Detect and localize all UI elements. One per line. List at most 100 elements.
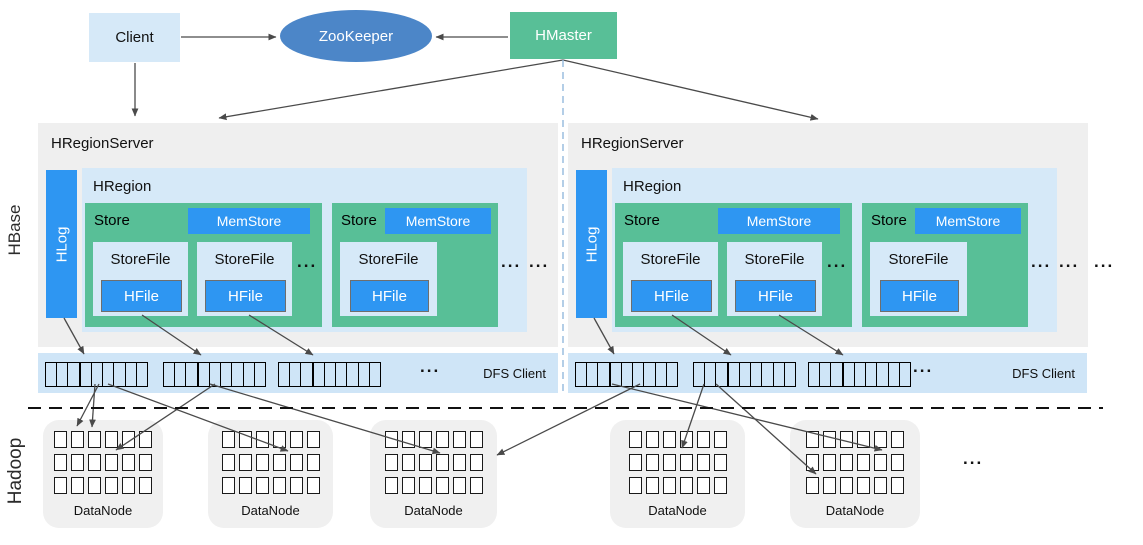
- hfile-box: HFile: [631, 280, 712, 312]
- hfile-box: HFile: [880, 280, 959, 312]
- datanode: DataNode: [610, 420, 745, 528]
- hmaster-label: HMaster: [535, 27, 592, 44]
- block-grid: [208, 431, 333, 494]
- memstore-box: MemStore: [915, 208, 1021, 234]
- dfs-block-cell: [92, 363, 104, 386]
- block-square: [874, 431, 887, 448]
- dfs-block-cell: [831, 363, 844, 386]
- dfs-block-cell: [751, 363, 763, 386]
- block-square: [891, 477, 904, 494]
- block-square: [823, 477, 836, 494]
- block-square: [713, 431, 727, 448]
- block-square: [139, 477, 152, 494]
- block-square: [452, 454, 466, 471]
- memstore-label: MemStore: [405, 213, 471, 229]
- block-square: [469, 431, 483, 448]
- store-box: Store MemStore StoreFile HFile: [862, 203, 1028, 327]
- store-box: Store MemStore StoreFile HFile StoreFile…: [615, 203, 852, 327]
- more-strips-ellipsis: ...: [420, 357, 441, 376]
- block-square: [628, 477, 642, 494]
- block-square: [713, 477, 727, 494]
- dfs-block-cell: [347, 363, 359, 386]
- block-square: [679, 431, 693, 448]
- block-square: [418, 477, 432, 494]
- dfs-block-cell: [762, 363, 774, 386]
- block-square: [221, 477, 235, 494]
- dfs-block-cell: [68, 363, 81, 386]
- more-hregions-ellipsis: ...: [1059, 252, 1080, 271]
- block-square: [289, 477, 303, 494]
- store-label: Store: [341, 212, 377, 229]
- storefile-box: StoreFile HFile: [197, 242, 292, 316]
- dfs-block-cell: [232, 363, 244, 386]
- dfs-block-cell: [667, 363, 677, 386]
- block-grid: [790, 431, 920, 494]
- dfs-block-cell: [656, 363, 667, 386]
- client-label: Client: [115, 29, 154, 46]
- dfs-client-band-left: ... DFS Client: [38, 353, 558, 393]
- dfs-client-band-right: ... DFS Client: [568, 353, 1087, 393]
- block-square: [306, 477, 320, 494]
- block-grid: [610, 431, 745, 494]
- arrow-hmaster-right-server: [562, 59, 819, 121]
- dfs-block-cell: [336, 363, 348, 386]
- hdfs-block-strip: [808, 362, 911, 387]
- datanode: DataNode: [208, 420, 333, 528]
- store-label: Store: [871, 212, 907, 229]
- dfs-block-cell: [103, 363, 115, 386]
- block-square: [306, 454, 320, 471]
- block-square: [662, 431, 676, 448]
- dfs-block-cell: [114, 363, 126, 386]
- storefile-label: StoreFile: [888, 251, 949, 268]
- memstore-box: MemStore: [718, 208, 840, 234]
- block-square: [139, 454, 152, 471]
- storefile-label: StoreFile: [744, 251, 805, 268]
- hregion-label: HRegion: [623, 178, 682, 195]
- dfs-block-cell: [175, 363, 187, 386]
- hlog-box: HLog: [576, 170, 607, 318]
- memstore-label: MemStore: [746, 213, 812, 229]
- store-box: Store MemStore StoreFile HFile StoreFile…: [85, 203, 322, 327]
- block-square: [384, 477, 398, 494]
- client-node: Client: [89, 13, 180, 62]
- store-label: Store: [624, 212, 660, 229]
- hdfs-block-strip: [575, 362, 678, 387]
- zookeeper-node: ZooKeeper: [280, 10, 432, 62]
- block-square: [857, 431, 870, 448]
- dfs-block-cell: [359, 363, 370, 386]
- dfs-block-cell: [866, 363, 878, 386]
- more-stores-ellipsis: ...: [501, 252, 522, 271]
- dfs-block-cell: [137, 363, 147, 386]
- block-square: [105, 454, 118, 471]
- dfs-block-cell: [785, 363, 795, 386]
- hregion-label: HRegion: [93, 178, 152, 195]
- block-square: [238, 477, 252, 494]
- block-square: [255, 431, 269, 448]
- block-square: [469, 477, 483, 494]
- block-square: [255, 477, 269, 494]
- hlog-label: HLog: [53, 226, 71, 262]
- block-square: [823, 431, 836, 448]
- hregionserver-right: HRegionServer HLog HRegion Store MemStor…: [568, 123, 1088, 347]
- dfs-block-cell: [325, 363, 337, 386]
- more-storefiles-ellipsis: ...: [297, 252, 318, 271]
- hfile-box: HFile: [205, 280, 286, 312]
- block-square: [806, 431, 819, 448]
- block-square: [71, 431, 84, 448]
- dfs-block-cell: [186, 363, 199, 386]
- datanode: DataNode: [370, 420, 497, 528]
- block-square: [272, 431, 286, 448]
- block-square: [628, 431, 642, 448]
- dfs-block-cell: [716, 363, 729, 386]
- block-square: [272, 454, 286, 471]
- block-square: [272, 477, 286, 494]
- store-box: Store MemStore StoreFile HFile: [332, 203, 498, 327]
- storefile-box: StoreFile HFile: [93, 242, 188, 316]
- block-square: [823, 454, 836, 471]
- dfs-block-cell: [370, 363, 380, 386]
- block-square: [696, 454, 710, 471]
- dfs-block-cell: [598, 363, 611, 386]
- hfile-box: HFile: [350, 280, 429, 312]
- arrow-hmaster-left-server: [218, 59, 564, 121]
- datanode-label: DataNode: [648, 503, 707, 518]
